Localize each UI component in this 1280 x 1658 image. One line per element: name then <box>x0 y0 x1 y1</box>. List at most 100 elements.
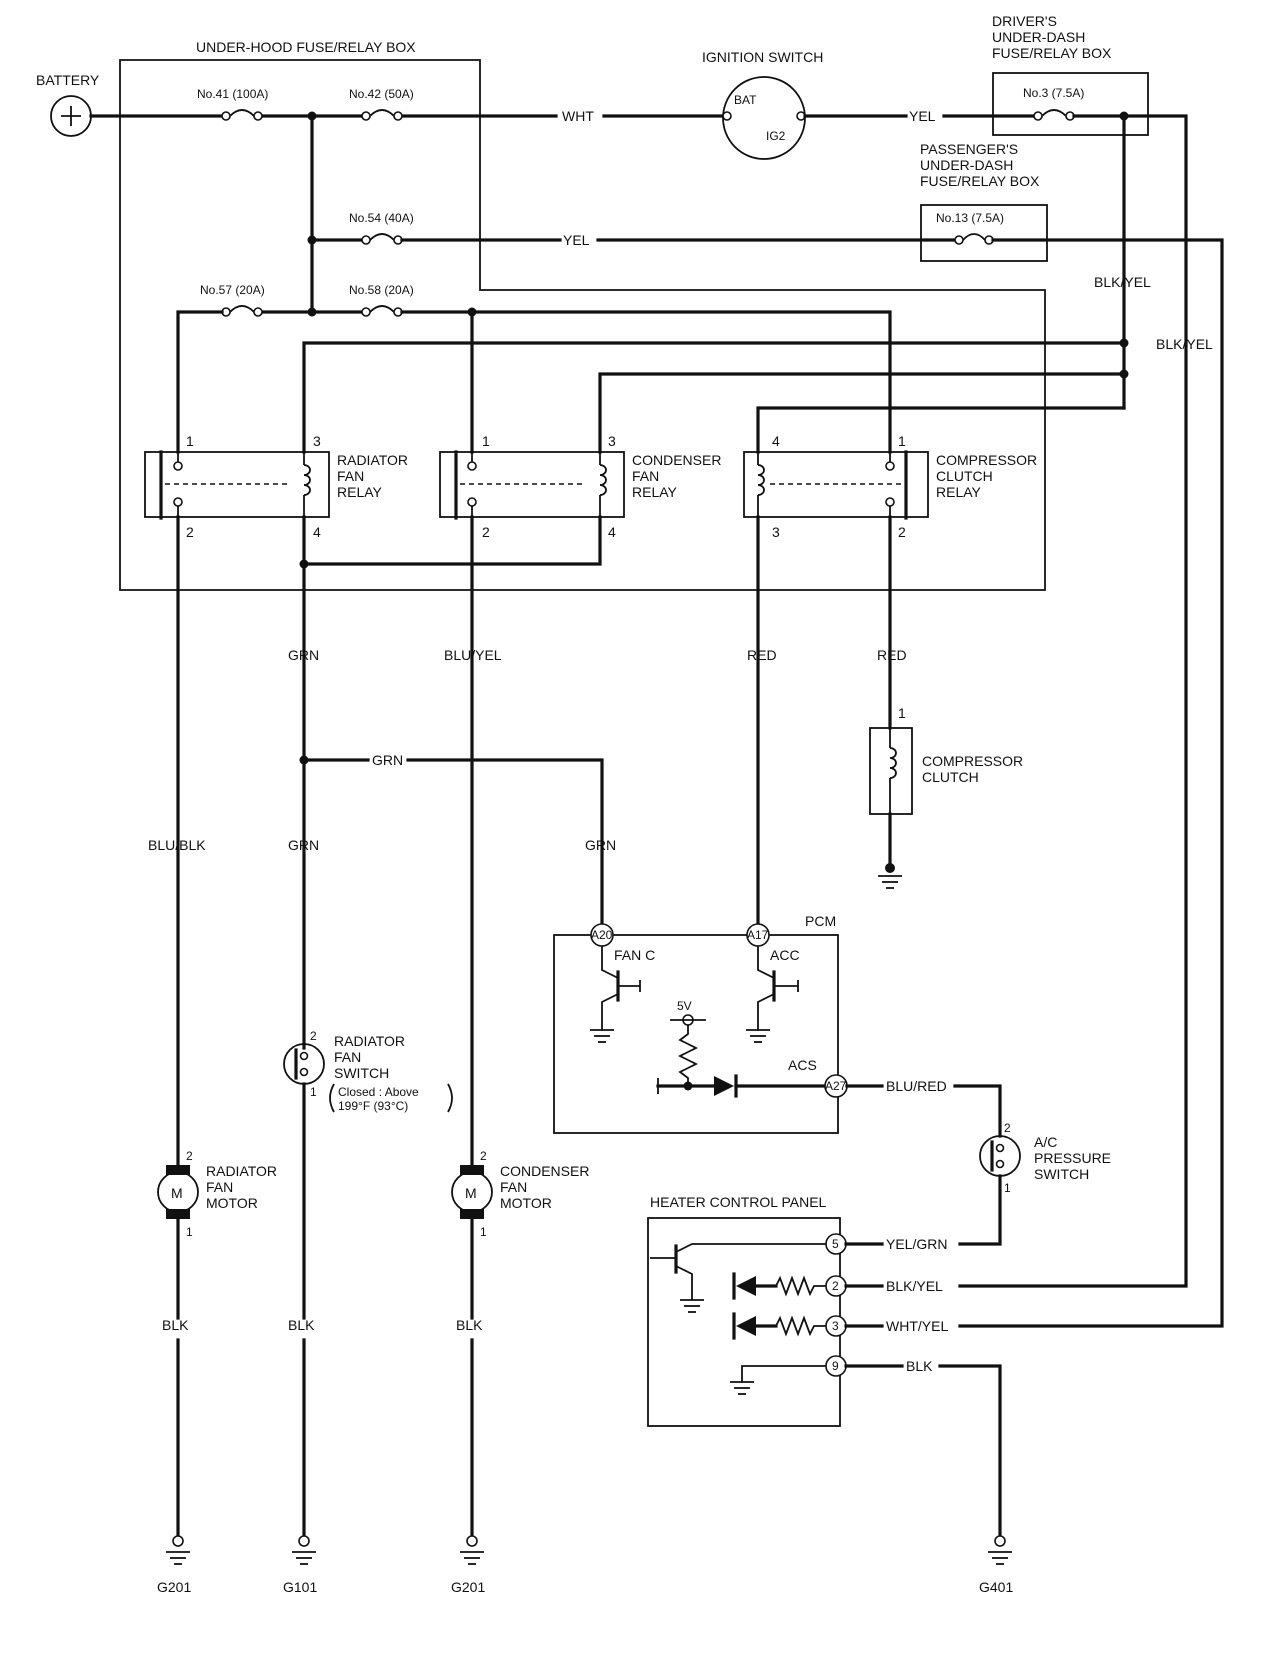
rad-relay-pin4: 4 <box>313 524 321 540</box>
fuse-54-left-terminal <box>361 235 371 245</box>
underhood-fuse-relay-box <box>119 59 1046 591</box>
fuse-57-icon <box>229 305 255 313</box>
rad-relay-label-1: RADIATOR <box>337 452 408 468</box>
compressor-clutch-coil <box>889 728 897 814</box>
fuse-58-left-terminal <box>361 307 371 317</box>
driver-box-label-3: FUSE/RELAY BOX <box>992 45 1112 61</box>
comp-relay-label-3: RELAY <box>936 484 982 500</box>
fuse-41-right-terminal <box>253 111 263 121</box>
cond-relay-pin1: 1 <box>482 433 490 449</box>
condenser-fan-motor-label-1: CONDENSER <box>500 1163 589 1179</box>
pcm-acs-label: ACS <box>788 1057 817 1073</box>
driver-box-label-2: UNDER-DASH <box>992 29 1085 45</box>
fuse-13-left-terminal <box>954 235 964 245</box>
wire-label-whtyel: WHT/YEL <box>886 1318 948 1334</box>
pcm-acc-transistor <box>746 946 799 1043</box>
radiator-fan-switch-upper <box>299 1051 309 1061</box>
condenser-fan-motor-label-3: MOTOR <box>500 1195 552 1211</box>
radiator-fan-motor-label-3: MOTOR <box>206 1195 258 1211</box>
ac-pressure-switch-upper <box>995 1143 1005 1153</box>
clutch-label-2: CLUTCH <box>922 769 979 785</box>
ignition-bat-label: BAT <box>734 93 757 107</box>
fuse-41-label: No.41 (100A) <box>197 87 268 101</box>
ac-pressure-pin1: 1 <box>1004 1181 1011 1195</box>
wire-label-blured: BLU/RED <box>886 1078 947 1094</box>
wire-cond-relay-pin3-feed <box>598 372 1126 454</box>
wire-grn-to-pcm-b <box>406 758 604 932</box>
wire-label-blublk: BLU/BLK <box>148 837 206 853</box>
cond-relay-pin3: 3 <box>608 433 616 449</box>
fuse-41-left-terminal <box>221 111 231 121</box>
wire-rad-relay-pin3-feed <box>302 341 1126 454</box>
pcm-acs-diode <box>714 1076 734 1096</box>
rad-relay-pin2: 2 <box>186 524 194 540</box>
wire-label-grn-2: GRN <box>372 752 403 768</box>
heater-pin-2-label: 2 <box>832 1279 839 1293</box>
comp-relay-contact-lower-dot <box>885 497 895 507</box>
radiator-fan-motor-pin1: 1 <box>186 1225 193 1239</box>
fuse-42-label: No.42 (50A) <box>349 87 414 101</box>
fuse-42-icon <box>369 109 395 117</box>
radiator-fan-switch-pin1: 1 <box>310 1085 317 1099</box>
ground-g201-right-label: G201 <box>451 1579 485 1595</box>
pcm-pin-a20-label: A20 <box>591 928 613 942</box>
wire-label-grn-4: GRN <box>585 837 616 853</box>
radiator-fan-switch-note-paren-right <box>447 1083 453 1113</box>
rad-relay-contact-upper-dot <box>173 461 183 471</box>
rad-relay-contact-lower-dot <box>173 497 183 507</box>
condenser-fan-motor-brush-top <box>460 1165 484 1175</box>
radiator-fan-switch-note-paren-left <box>329 1083 335 1113</box>
cond-relay-label-2: FAN <box>632 468 659 484</box>
clutch-ground-icon <box>878 875 902 889</box>
cond-relay-label-1: CONDENSER <box>632 452 721 468</box>
wire-label-bluyel: BLU/YEL <box>444 647 502 663</box>
condenser-fan-motor-label-2: FAN <box>500 1179 527 1195</box>
wire-label-yel-lower: YEL <box>563 232 590 248</box>
passenger-fuse-relay-box <box>920 204 1048 262</box>
heater-control-panel-label: HEATER CONTROL PANEL <box>650 1194 827 1210</box>
clutch-ground-dot <box>885 863 895 873</box>
radiator-fan-switch-pin2: 2 <box>310 1029 317 1043</box>
heater-panel-pin2-input <box>732 1272 826 1300</box>
wire-fuse-58-out <box>400 310 892 454</box>
junction-bus-top <box>307 111 317 121</box>
ignition-ig2-label: IG2 <box>766 129 786 143</box>
ground-g101-label: G101 <box>283 1579 317 1595</box>
ac-pressure-pin2: 2 <box>1004 1121 1011 1135</box>
passenger-box-label-3: FUSE/RELAY BOX <box>920 173 1040 189</box>
clutch-pin1: 1 <box>898 705 906 721</box>
wire-label-red-1: RED <box>747 647 777 663</box>
radiator-fan-switch-note-2: 199°F (93°C) <box>338 1099 408 1113</box>
pcm-label: PCM <box>805 913 836 929</box>
ignition-bat-terminal <box>722 111 732 121</box>
ground-g201-right-icon <box>460 1535 484 1565</box>
ground-g201-left-label: G201 <box>157 1579 191 1595</box>
fuse-54-label: No.54 (40A) <box>349 211 414 225</box>
radiator-fan-switch-label-2: FAN <box>334 1049 361 1065</box>
pcm-5v-label: 5V <box>677 999 692 1013</box>
passenger-box-label-2: UNDER-DASH <box>920 157 1013 173</box>
radiator-fan-motor-brush-top <box>166 1165 190 1175</box>
pcm-pullup-resistor <box>677 1025 699 1086</box>
ground-g401-label: G401 <box>979 1579 1013 1595</box>
radiator-fan-relay <box>144 451 330 518</box>
heater-pin-5-label: 5 <box>832 1237 839 1251</box>
condenser-fan-motor-pin1: 1 <box>480 1225 487 1239</box>
ac-pressure-switch <box>979 1135 1021 1177</box>
wire-label-blkyel-heater: BLK/YEL <box>886 1278 943 1294</box>
radiator-fan-switch-lower <box>299 1067 309 1077</box>
comp-relay-contact-upper-dot <box>885 461 895 471</box>
heater-panel-ground <box>730 1365 826 1395</box>
fuse-13-label: No.13 (7.5A) <box>936 211 1004 225</box>
radiator-fan-motor-pin2: 2 <box>186 1149 193 1163</box>
pcm-pin-a17-label: A17 <box>747 928 769 942</box>
cond-relay-contact-lower-dot <box>467 497 477 507</box>
ac-pressure-label-2: PRESSURE <box>1034 1150 1111 1166</box>
radiator-fan-switch <box>283 1043 325 1085</box>
ground-g401-icon <box>988 1535 1012 1565</box>
cond-relay-pin2: 2 <box>482 524 490 540</box>
rad-relay-coil <box>303 452 311 517</box>
fuse-41-icon <box>229 109 255 117</box>
condenser-fan-relay <box>439 451 625 518</box>
pcm-fanc-label: FAN C <box>614 947 655 963</box>
